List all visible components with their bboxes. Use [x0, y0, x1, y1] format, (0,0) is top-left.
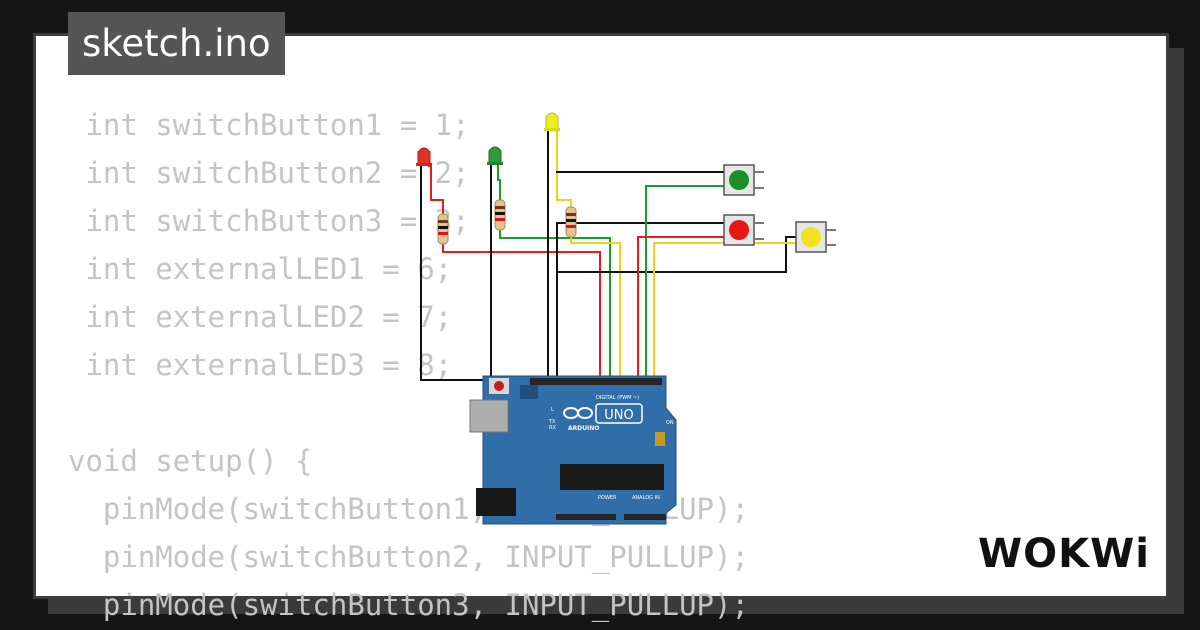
- microcontroller-chip: [560, 464, 664, 490]
- wire-green-led: [497, 165, 611, 382]
- pushbutton-yellow[interactable]: [795, 221, 836, 253]
- arduino-uno-board[interactable]: [469, 375, 677, 525]
- digital-header: [530, 378, 662, 385]
- code-line: pinMode(switchButton3, INPUT_PULLUP);: [68, 588, 749, 622]
- code-line: pinMode(switchButton2, INPUT_PULLUP);: [68, 540, 749, 574]
- analog-header: [624, 514, 666, 520]
- led-green[interactable]: [487, 146, 503, 165]
- wire-gnd-button-yellow: [556, 236, 797, 273]
- wire-red-led: [428, 165, 601, 382]
- power-label: POWER: [598, 495, 617, 501]
- usb-port: [469, 399, 509, 433]
- reset-button[interactable]: [494, 381, 504, 391]
- code-line: int externalLED3 = 8;: [68, 348, 453, 382]
- code-line: void setup() {: [68, 444, 313, 478]
- pushbutton-green[interactable]: [723, 164, 764, 196]
- board-brand: ARDUINO: [568, 425, 599, 432]
- wire-ground-yellow: [547, 130, 549, 380]
- resistor-yellow: [565, 206, 577, 238]
- wire-button-yellow: [653, 242, 797, 382]
- power-jack: [476, 488, 516, 516]
- code-line: int switchButton1 = 1;: [68, 108, 470, 142]
- code-line: int switchButton3 = 3;: [68, 204, 470, 238]
- resistor-red: [437, 213, 449, 245]
- code-line: int switchButton2 = 2;: [68, 156, 470, 190]
- wire-ground-green: [490, 164, 492, 380]
- arduino-infinity-icon: [563, 407, 593, 419]
- led-yellow[interactable]: [544, 112, 560, 131]
- led-red[interactable]: [416, 147, 432, 166]
- pushbutton-red[interactable]: [723, 214, 764, 246]
- l-label: L: [551, 407, 554, 413]
- board-model: UNO: [604, 408, 633, 423]
- tx-label: TX: [548, 419, 556, 425]
- wire-button-green: [645, 185, 724, 382]
- resistor-green: [494, 199, 506, 231]
- wire-button-red: [637, 236, 724, 382]
- wire-gnd-buttons: [556, 222, 724, 380]
- code-line: int externalLED2 = 7;: [68, 300, 453, 334]
- rx-label: RX: [549, 425, 556, 431]
- code-line: int externalLED1 = 6;: [68, 252, 453, 286]
- wokwi-logo-text: WOKWi: [978, 531, 1150, 577]
- sketch-title: sketch.ino: [68, 12, 285, 75]
- wokwi-logo: WOKWi: [978, 531, 1150, 577]
- analog-label: ANALOG IN: [632, 495, 660, 501]
- digital-label: DIGITAL (PWM ~): [596, 395, 639, 401]
- power-header: [556, 514, 616, 520]
- on-label: ON: [666, 420, 674, 426]
